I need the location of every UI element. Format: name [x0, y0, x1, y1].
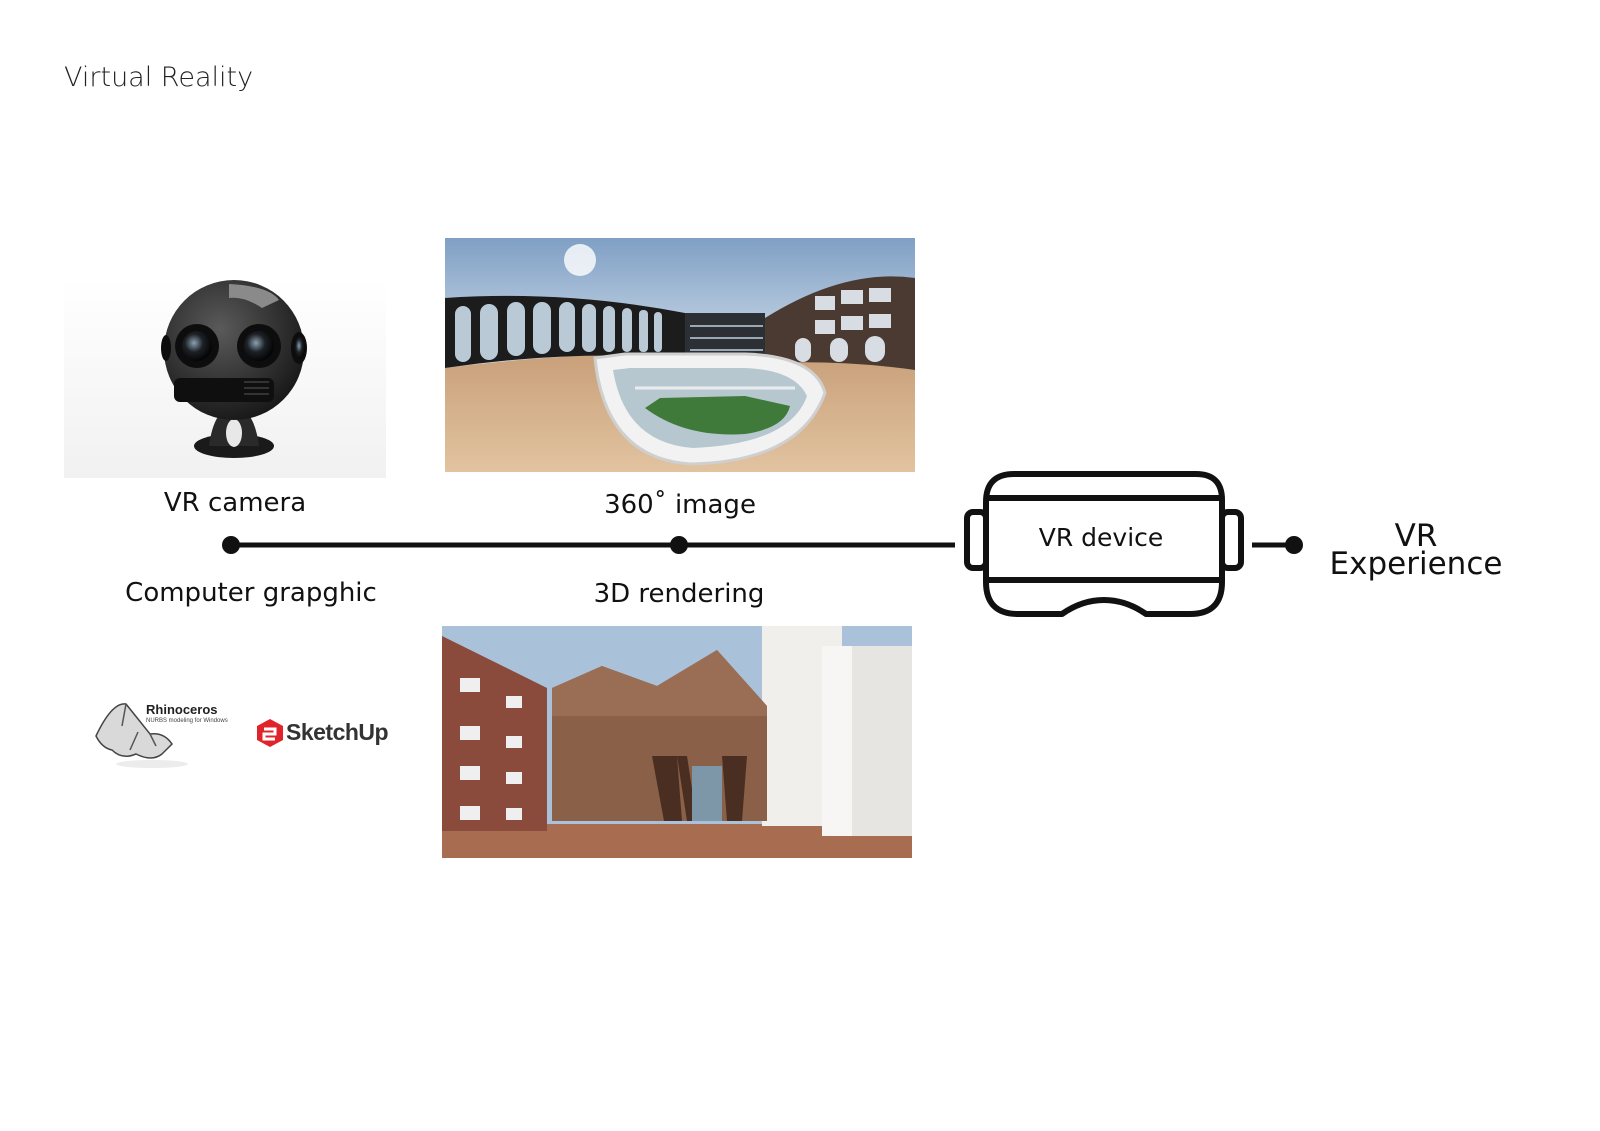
timeline-point-360-image: [670, 536, 688, 554]
panorama-360-image: [445, 238, 915, 472]
vr-camera-label: VR camera: [163, 488, 307, 518]
rendering-3d-image: [442, 626, 912, 858]
vr-headset-icon: [964, 471, 1244, 617]
rhinoceros-logo-tagline: NURBS modeling for Windows: [146, 718, 228, 724]
rhinoceros-logo-name: Rhinoceros: [146, 702, 218, 717]
page-title: Virtual Reality: [64, 62, 254, 93]
computer-graphic-label: Computer grapghic: [125, 578, 377, 608]
vr-device-label: VR device: [1038, 523, 1164, 552]
rhinoceros-logo: Rhinoceros NURBS modeling for Windows: [92, 696, 232, 772]
vr-360-camera-icon: [161, 280, 307, 458]
vr-camera-image: [64, 278, 386, 478]
sketchup-logo-name: SketchUp: [286, 719, 389, 745]
vr-experience-label: VR Experience: [1329, 518, 1503, 582]
timeline-point-vr-camera: [222, 536, 240, 554]
timeline-point-vr-experience: [1285, 536, 1303, 554]
sketchup-logo: SketchUp: [255, 716, 405, 750]
rendering-3d-label: 3D rendering: [593, 579, 765, 609]
image-360-label: 360˚ image: [604, 490, 756, 520]
vr-experience-line1: VR: [1394, 518, 1438, 554]
sketchup-logo-icon: [257, 719, 283, 747]
vr-experience-line2: Experience: [1329, 546, 1503, 582]
